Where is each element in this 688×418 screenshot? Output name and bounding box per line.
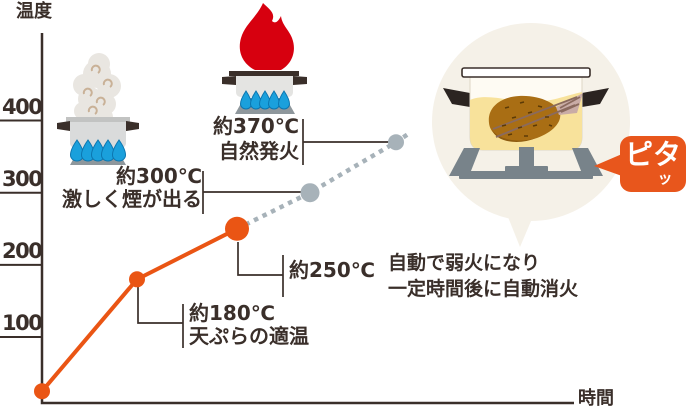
projected-markers xyxy=(300,134,404,203)
stove-grate xyxy=(449,147,603,179)
y-tick-400: 400 xyxy=(2,95,43,119)
axes xyxy=(0,33,574,405)
pot-with-smoke-icon xyxy=(57,53,139,165)
bracket-250 xyxy=(237,242,284,297)
data-point xyxy=(300,183,320,203)
tempura-pot-on-gas-stove-illustration xyxy=(443,67,609,179)
annotation-370-desc: 自然発火 xyxy=(219,139,299,163)
smoke-cloud xyxy=(73,53,121,126)
badge-text-small: ッ xyxy=(657,169,673,187)
bracket-180 xyxy=(137,282,184,348)
annotation-300-temp: 約300℃ xyxy=(116,164,202,188)
x-axis-title: 時間 xyxy=(578,388,614,409)
annotation-370: 約370℃ 自然発火 xyxy=(185,114,299,164)
annotation-300: 約300℃ 激しく煙が出る xyxy=(46,165,202,211)
badge-tail xyxy=(594,154,622,176)
smoke-curls xyxy=(82,64,113,115)
y-tick-200: 200 xyxy=(2,239,43,263)
data-point xyxy=(388,134,404,151)
y-axis-title: 温度 xyxy=(16,1,52,22)
bracket-300 xyxy=(202,171,301,214)
pot-handle-right xyxy=(582,88,609,107)
pitat-speech-badge xyxy=(594,136,686,192)
annotation-370-temp: 約370℃ xyxy=(213,114,299,138)
axis-lines xyxy=(40,33,574,405)
pot-handle-left xyxy=(443,88,470,107)
actual-markers xyxy=(34,216,249,400)
data-point xyxy=(225,216,249,241)
speech-bubble xyxy=(432,23,630,247)
y-tick-300: 300 xyxy=(2,167,43,191)
small-pot xyxy=(222,71,307,97)
gas-flames xyxy=(239,90,291,110)
actual-temperature-line xyxy=(34,216,249,400)
speckles xyxy=(501,101,553,137)
annotation-lines xyxy=(137,119,389,348)
annotation-250: 約250℃ xyxy=(289,258,375,282)
skewer-lines xyxy=(492,96,581,138)
bubble-tail xyxy=(504,207,537,247)
bracket-370 xyxy=(302,119,389,165)
pot-rim xyxy=(461,67,591,78)
badge-text-main: ピタ xyxy=(624,138,681,171)
annotation-180-temp: 約180℃ xyxy=(189,301,275,325)
annotation-300-desc: 激しく煙が出る xyxy=(62,187,202,211)
fried-food xyxy=(488,93,583,142)
annotation-180: 約180℃ 天ぷらの適温 xyxy=(189,302,309,348)
projected-temperature-line xyxy=(236,130,412,231)
auto-shutoff-caption: 自動で弱火になり 一定時間後に自動消火 xyxy=(388,250,578,302)
y-tick-lines xyxy=(0,119,42,338)
y-tick-100: 100 xyxy=(2,311,43,335)
data-point xyxy=(129,271,145,288)
caption-line1: 自動で弱火になり xyxy=(388,252,541,274)
gas-flames xyxy=(69,139,127,162)
fire-flame xyxy=(239,3,294,70)
small-pot xyxy=(57,117,139,148)
annotation-180-desc: 天ぷらの適温 xyxy=(189,324,309,348)
badge-body xyxy=(620,136,686,192)
pot-with-flame-icon xyxy=(222,3,307,114)
data-point xyxy=(34,383,50,400)
caption-line2: 一定時間後に自動消火 xyxy=(388,278,579,300)
